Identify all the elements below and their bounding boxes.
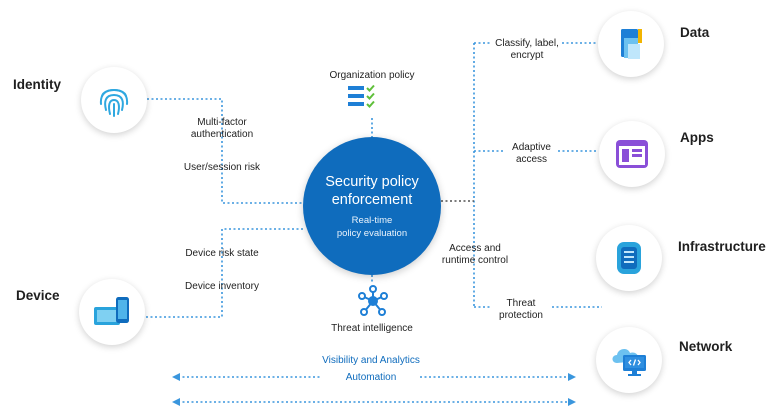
- threat-protection-label: Threat protection: [490, 298, 552, 322]
- device-label: Device: [16, 288, 60, 303]
- threat-protection-line1: Threat: [506, 298, 536, 309]
- devices-icon: [94, 297, 129, 325]
- access-runtime-line2: runtime control: [441, 255, 509, 266]
- mfa-label-line2: authentication: [190, 129, 254, 140]
- document-icon: [621, 29, 642, 59]
- infrastructure-label: Infrastructure: [678, 239, 766, 254]
- center-subtitle: Real-time policy evaluation: [303, 215, 441, 240]
- device-risk-state-label: Device risk state: [185, 248, 259, 259]
- data-circle: [598, 11, 664, 77]
- network-label: Network: [679, 339, 733, 354]
- data-label: Data: [680, 25, 710, 40]
- mfa-label: Multi-factor authentication: [172, 117, 272, 141]
- center-subtitle-line2: policy evaluation: [336, 227, 408, 239]
- infrastructure-circle: [596, 225, 662, 291]
- fingerprint-icon: [99, 88, 129, 117]
- device-inventory-label: Device inventory: [185, 281, 259, 292]
- visibility-analytics-label: Visibility and Analytics: [322, 355, 420, 366]
- server-icon: [617, 242, 641, 274]
- access-runtime-control-label: Access and runtime control: [430, 243, 520, 267]
- adaptive-access-line1: Adaptive: [512, 142, 551, 153]
- device-circle: [79, 279, 145, 345]
- adaptive-access-label: Adaptive access: [505, 142, 558, 166]
- apps-circle: [599, 121, 665, 187]
- adaptive-access-line2: access: [515, 154, 548, 165]
- classify-label-line1: Classify, label,: [495, 38, 559, 49]
- network-circle: [596, 327, 662, 393]
- identity-label: Identity: [13, 77, 62, 92]
- center-title-line1: Security policy: [325, 174, 419, 190]
- classify-label-line2: encrypt: [510, 50, 544, 61]
- user-session-risk-label: User/session risk: [183, 162, 261, 173]
- cloud-monitor-icon: [612, 349, 646, 376]
- network-nodes-icon: [358, 285, 388, 316]
- threat-intelligence-label: Threat intelligence: [331, 323, 413, 334]
- identity-circle: [81, 67, 147, 133]
- mfa-label-line1: Multi-factor: [197, 117, 247, 128]
- checklist-icon: [348, 84, 375, 108]
- automation-label: Automation: [322, 372, 420, 384]
- organization-policy-label: Organization policy: [329, 70, 415, 81]
- apps-label: Apps: [680, 130, 714, 145]
- center-subtitle-line1: Real-time: [351, 215, 393, 226]
- access-runtime-line1: Access and: [449, 243, 501, 254]
- center-title-line2: enforcement: [331, 192, 413, 208]
- threat-protection-line2: protection: [499, 310, 543, 321]
- security-policy-enforcement-circle: Security policy enforcement Real-time po…: [303, 137, 441, 275]
- classify-label: Classify, label, encrypt: [492, 38, 562, 62]
- app-window-icon: [616, 140, 648, 168]
- center-title: Security policy enforcement: [303, 173, 441, 209]
